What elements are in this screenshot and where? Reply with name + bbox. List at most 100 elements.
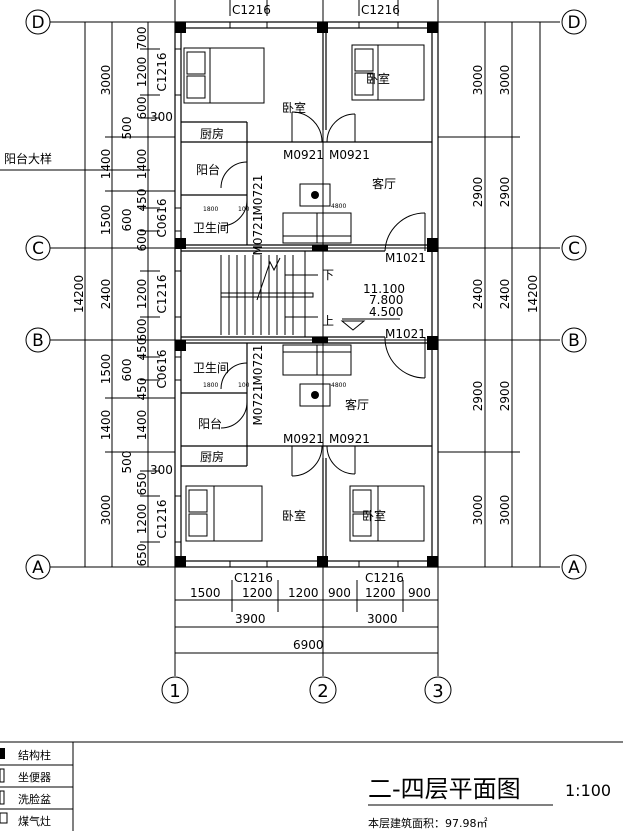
svg-text:M0921: M0921 bbox=[329, 432, 370, 446]
svg-text:C1216: C1216 bbox=[361, 3, 400, 17]
bottom-dimension-texts: C1216 C1216 1500 1200 1200 900 1200 900 … bbox=[190, 571, 431, 652]
axis-bubble-B-left: B bbox=[25, 327, 51, 353]
svg-text:4800: 4800 bbox=[331, 203, 346, 210]
svg-text:6900: 6900 bbox=[293, 638, 324, 652]
svg-text:C1216: C1216 bbox=[234, 571, 273, 585]
axis-bubble-D-left: D bbox=[25, 9, 51, 35]
svg-text:坐便器: 坐便器 bbox=[18, 771, 51, 784]
left-dimension-texts: 14200 3000 1400 1500 2400 1500 1400 3000… bbox=[72, 27, 173, 567]
axis-bubble-C-left: C bbox=[25, 235, 51, 261]
right-dimension-lines bbox=[438, 22, 541, 567]
svg-text:1800: 1800 bbox=[203, 382, 218, 389]
svg-text:2900: 2900 bbox=[498, 381, 512, 412]
svg-text:C1216: C1216 bbox=[232, 3, 271, 17]
svg-text:M1021: M1021 bbox=[385, 327, 426, 341]
sofa-top bbox=[282, 212, 352, 244]
svg-text:阳台大样: 阳台大样 bbox=[4, 151, 52, 166]
svg-text:3: 3 bbox=[432, 681, 443, 702]
svg-text:450: 450 bbox=[135, 338, 149, 361]
svg-text:厨房: 厨房 bbox=[200, 449, 224, 464]
title-block bbox=[0, 741, 623, 831]
svg-text:卧室: 卧室 bbox=[366, 71, 390, 86]
svg-text:2400: 2400 bbox=[498, 279, 512, 310]
svg-text:1500: 1500 bbox=[99, 205, 113, 236]
small-dimension-labels: 1800 100 4800 1800 100 4800 bbox=[203, 203, 346, 389]
svg-text:1400: 1400 bbox=[99, 149, 113, 180]
bottom-dimension-lines bbox=[175, 580, 438, 654]
svg-text:1400: 1400 bbox=[99, 410, 113, 441]
drawing-title: 二-四层平面图 1:100 本层建筑面积：97.98㎡ bbox=[368, 775, 611, 830]
axis-bubble-A-right: A bbox=[561, 554, 587, 580]
gas-stove-icon bbox=[299, 383, 331, 407]
svg-text:2400: 2400 bbox=[471, 279, 485, 310]
svg-text:650: 650 bbox=[135, 544, 149, 567]
doors bbox=[220, 111, 426, 477]
svg-text:M0721: M0721 bbox=[251, 215, 265, 256]
svg-text:2900: 2900 bbox=[471, 177, 485, 208]
washbasin-icon bbox=[0, 790, 5, 805]
svg-text:煤气灶: 煤气灶 bbox=[18, 814, 51, 828]
svg-text:1200: 1200 bbox=[135, 504, 149, 535]
right-dimension-texts: 3000 2900 2400 2900 3000 3000 2900 2400 … bbox=[471, 65, 540, 526]
elevation-marker-icon bbox=[340, 320, 366, 331]
svg-text:1200: 1200 bbox=[242, 586, 273, 600]
svg-text:C1216: C1216 bbox=[365, 571, 404, 585]
svg-text:3000: 3000 bbox=[471, 495, 485, 526]
svg-text:2: 2 bbox=[317, 681, 328, 702]
bed-bottom-right bbox=[349, 485, 425, 542]
svg-text:600: 600 bbox=[120, 209, 134, 232]
svg-text:600: 600 bbox=[120, 359, 134, 382]
svg-text:1400: 1400 bbox=[135, 410, 149, 441]
svg-text:客厅: 客厅 bbox=[345, 397, 369, 412]
svg-text:B: B bbox=[32, 331, 44, 351]
gas-stove-icon bbox=[299, 183, 331, 207]
axis-bubble-B-right: B bbox=[561, 327, 587, 353]
column-icon bbox=[0, 748, 5, 759]
svg-text:450: 450 bbox=[135, 378, 149, 401]
svg-text:1500: 1500 bbox=[190, 586, 221, 600]
windows bbox=[174, 21, 399, 568]
svg-text:阳台: 阳台 bbox=[196, 162, 220, 177]
svg-text:500: 500 bbox=[120, 451, 134, 474]
svg-text:3900: 3900 bbox=[235, 612, 266, 626]
balcony-detail-callout[interactable]: 阳台大样 bbox=[0, 151, 150, 171]
svg-text:600: 600 bbox=[135, 229, 149, 252]
svg-text:结构柱: 结构柱 bbox=[18, 748, 51, 762]
svg-text:M0721: M0721 bbox=[251, 385, 265, 426]
door-labels: M0921 M0921 M0921 M0921 M0721 M0721 M072… bbox=[251, 148, 426, 446]
svg-text:C0616: C0616 bbox=[155, 350, 169, 389]
svg-text:650: 650 bbox=[135, 473, 149, 496]
svg-text:洗脸盆: 洗脸盆 bbox=[18, 792, 51, 806]
svg-text:4.500: 4.500 bbox=[369, 305, 403, 319]
svg-text:C1216: C1216 bbox=[155, 500, 169, 539]
svg-text:C0616: C0616 bbox=[155, 199, 169, 238]
svg-text:M0921: M0921 bbox=[283, 148, 324, 162]
svg-text:M0721: M0721 bbox=[251, 345, 265, 386]
svg-text:卧室: 卧室 bbox=[282, 100, 306, 115]
toilet-icon bbox=[0, 768, 5, 783]
axis-bubble-D-right: D bbox=[561, 9, 587, 35]
svg-text:500: 500 bbox=[120, 117, 134, 140]
svg-text:4800: 4800 bbox=[331, 382, 346, 389]
svg-text:客厅: 客厅 bbox=[372, 176, 396, 191]
bed-top-left bbox=[183, 47, 265, 104]
svg-text:阳台: 阳台 bbox=[198, 416, 222, 431]
svg-text:上: 上 bbox=[322, 314, 334, 328]
svg-text:600: 600 bbox=[135, 97, 149, 120]
svg-text:1200: 1200 bbox=[135, 57, 149, 88]
structural-columns bbox=[175, 22, 438, 567]
svg-text:2900: 2900 bbox=[498, 177, 512, 208]
svg-text:1:100: 1:100 bbox=[565, 781, 611, 800]
svg-text:M0921: M0921 bbox=[283, 432, 324, 446]
axis-bubble-1: 1 bbox=[161, 676, 189, 704]
svg-text:3000: 3000 bbox=[498, 65, 512, 96]
svg-text:1200: 1200 bbox=[365, 586, 396, 600]
svg-text:D: D bbox=[31, 13, 44, 33]
svg-text:C1216: C1216 bbox=[155, 53, 169, 92]
svg-text:卧室: 卧室 bbox=[362, 508, 386, 523]
svg-text:14200: 14200 bbox=[72, 275, 86, 313]
svg-text:1800: 1800 bbox=[203, 206, 218, 213]
room-labels: 卧室 卧室 厨房 阳台 客厅 卫生间 卫生间 客厅 阳台 厨房 卧室 卧室 bbox=[193, 71, 396, 523]
svg-text:2900: 2900 bbox=[471, 381, 485, 412]
svg-text:C1216: C1216 bbox=[155, 275, 169, 314]
